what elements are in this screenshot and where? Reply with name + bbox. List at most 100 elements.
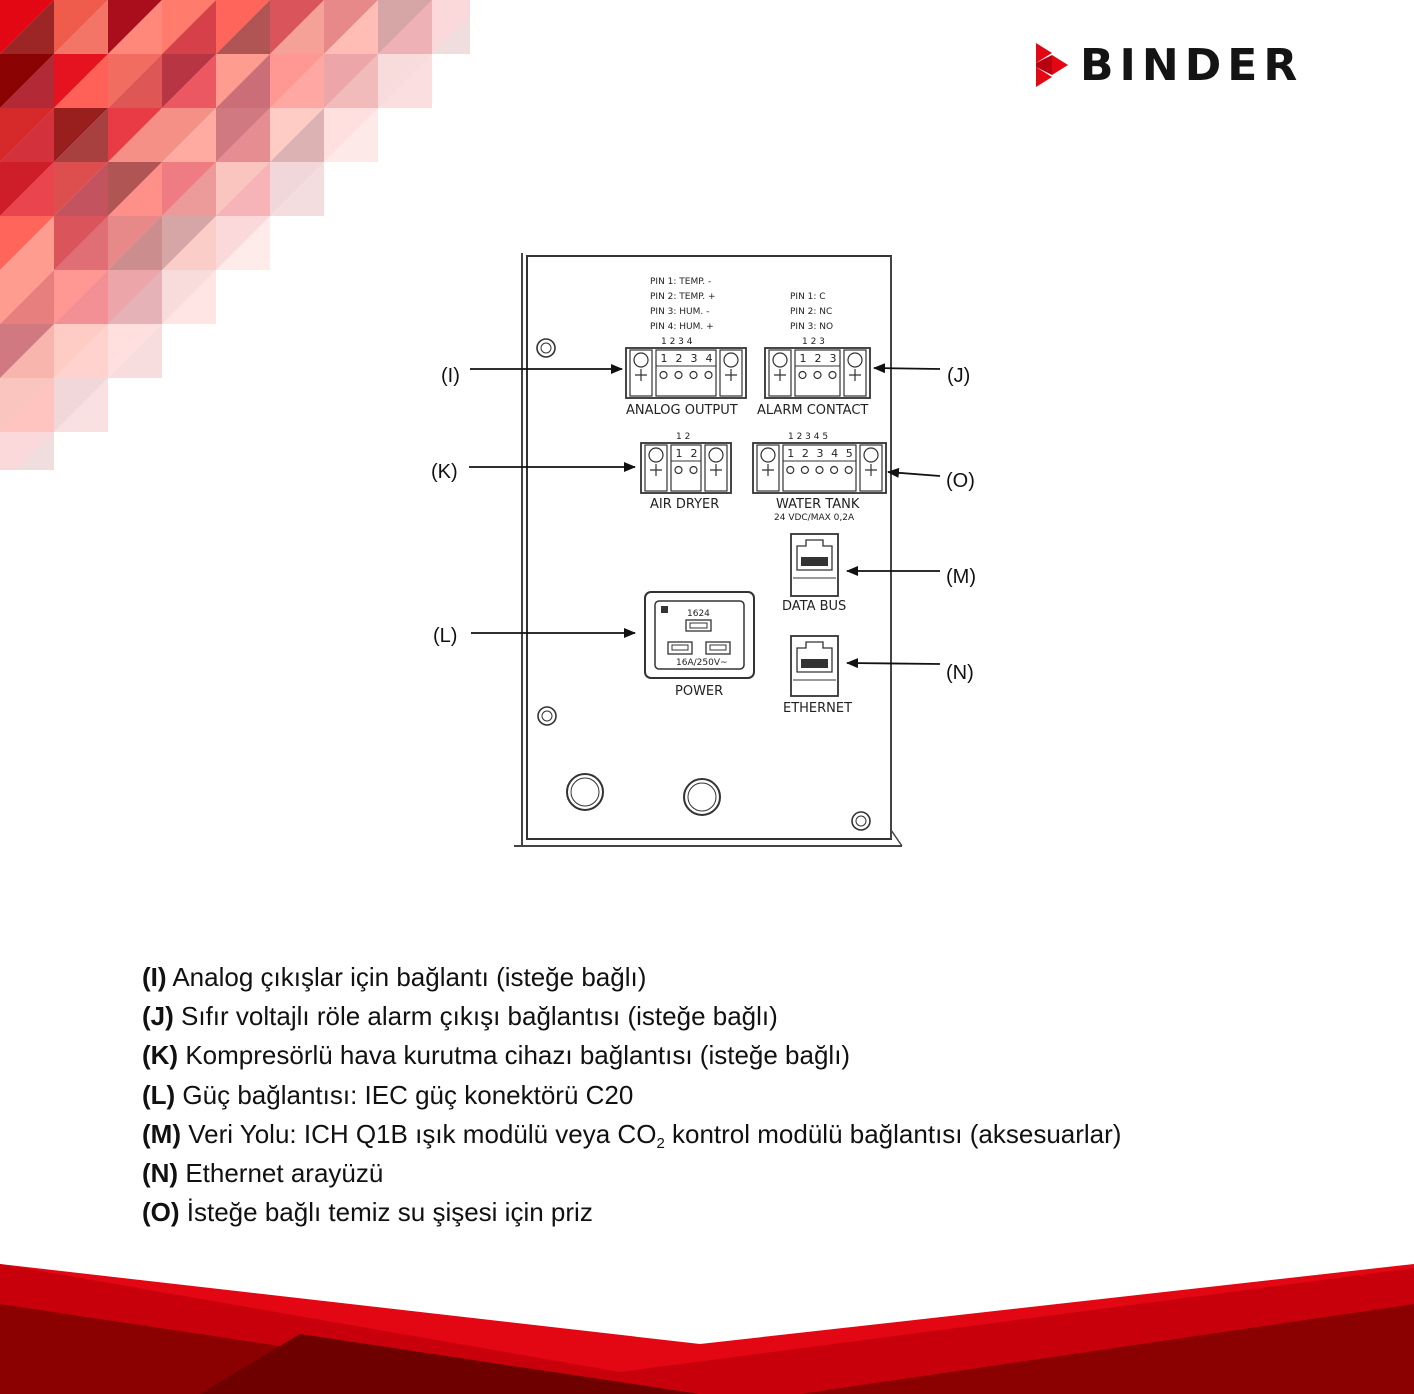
decor-triangle — [216, 216, 270, 270]
water-tank-pin-numbers: 1 2 3 4 5 — [788, 432, 828, 442]
decor-triangle — [0, 162, 54, 216]
decor-triangle — [0, 54, 54, 108]
decorative-bottom-band — [0, 1264, 1414, 1394]
cable-gland — [566, 773, 604, 811]
terminal-socket — [798, 370, 807, 380]
plus-icon — [710, 464, 722, 476]
terminal-socket — [813, 370, 822, 380]
screw-icon — [723, 352, 739, 368]
arrow-n — [846, 658, 941, 669]
decor-triangle — [0, 324, 54, 378]
analog-pin-1: PIN 1: TEMP. - — [650, 277, 711, 287]
callout-i: (I) — [441, 365, 460, 387]
terminal-pin-number: 4 — [831, 447, 838, 460]
legend-key: (I) — [142, 962, 167, 992]
terminal-pin-number: 1 — [787, 447, 794, 460]
decor-triangle — [54, 162, 108, 216]
callout-k: (K) — [431, 461, 458, 483]
legend-key: (K) — [142, 1040, 179, 1071]
screw-icon — [536, 338, 556, 358]
arrow-o — [887, 467, 941, 478]
alarm-contact-label: ALARM CONTACT — [757, 403, 868, 418]
callout-o: (O) — [946, 470, 975, 492]
alarm-pin-1: PIN 1: C — [790, 292, 826, 302]
screw-icon — [760, 447, 776, 463]
decor-triangle — [54, 270, 108, 324]
terminal-pin-area — [782, 444, 857, 492]
decor-triangle — [162, 162, 216, 216]
decor-triangle — [0, 270, 54, 324]
decor-triangle — [0, 432, 54, 470]
legend-item-n: (N) Ethernet arayüzü — [142, 1154, 1342, 1193]
legend-text: Güç bağlantısı: IEC güç konektörü C20 — [175, 1079, 634, 1110]
legend-item-j: (J) Sıfır voltajlı röle alarm çıkışı bağ… — [142, 997, 1342, 1036]
legend-subscript: 2 — [656, 1134, 665, 1152]
plus-icon — [725, 369, 737, 381]
callout-l: (L) — [433, 625, 457, 647]
decor-triangle — [270, 54, 324, 108]
decor-triangle — [108, 324, 162, 378]
legend-key: (J) — [142, 1001, 174, 1032]
decor-triangle — [54, 54, 108, 108]
decor-triangle — [270, 108, 324, 162]
decor-triangle — [108, 270, 162, 324]
ethernet-port-icon — [790, 635, 839, 697]
legend-text: Ethernet arayüzü — [178, 1158, 384, 1189]
callout-n: (N) — [946, 662, 974, 684]
alarm-pin-2: PIN 2: NC — [790, 307, 832, 317]
screw-icon — [633, 352, 649, 368]
terminal-pin-number: 4 — [706, 352, 713, 365]
plus-icon — [635, 369, 647, 381]
connection-panel-diagram: PIN 1: TEMP. - PIN 2: TEMP. + PIN 3: HUM… — [431, 253, 976, 847]
terminal-socket — [674, 370, 683, 380]
decor-triangle — [270, 54, 324, 108]
decor-triangle — [162, 162, 216, 216]
legend-item-k: (K) Kompresörlü hava kurutma cihazı bağl… — [142, 1036, 1342, 1075]
legend-text: Analog çıkışlar için bağlantı (isteğe ba… — [166, 962, 647, 992]
analog-pin-4: PIN 4: HUM. + — [650, 322, 714, 332]
decor-triangle — [216, 162, 270, 216]
decor-triangle — [324, 108, 378, 162]
terminal-socket — [689, 465, 698, 475]
decor-triangle — [0, 378, 54, 432]
decor-triangle — [162, 54, 216, 108]
legend-key: (O) — [142, 1197, 180, 1228]
decor-triangle — [162, 0, 216, 54]
decor-triangle — [54, 270, 108, 324]
legend-item-i: (I) Analog çıkışlar için bağlantı (isteğ… — [142, 958, 1342, 997]
decor-triangle — [216, 108, 270, 162]
decor-triangle — [432, 16, 470, 54]
analog-pin-3: PIN 3: HUM. - — [650, 307, 709, 317]
terminal-socket — [689, 370, 698, 380]
decor-triangle — [108, 324, 162, 378]
decor-triangle — [108, 216, 162, 270]
decor-triangle — [378, 0, 432, 54]
decor-triangle — [216, 0, 270, 54]
decor-triangle — [216, 216, 270, 270]
decor-triangle — [324, 0, 378, 54]
decor-triangle — [216, 108, 270, 162]
terminal-pin-number: 2 — [676, 352, 683, 365]
alarm-pin-numbers: 1 2 3 — [802, 337, 825, 347]
screw-icon — [863, 447, 879, 463]
terminal-pin-area — [794, 349, 841, 397]
decor-triangle — [0, 216, 54, 270]
decor-triangle — [270, 108, 324, 162]
decor-triangle — [162, 270, 216, 324]
decor-triangle — [108, 162, 162, 216]
decor-triangle — [432, 0, 470, 54]
logo-wordmark: BINDER — [1080, 40, 1304, 91]
terminal-socket — [786, 465, 795, 475]
decor-triangle — [270, 162, 324, 216]
decor-triangle — [378, 54, 432, 108]
alarm-pin-3: PIN 3: NO — [790, 322, 833, 332]
decor-triangle — [162, 216, 216, 270]
legend-text-after: kontrol modülü bağlantısı (aksesuarlar) — [664, 1118, 1122, 1149]
legend-text: Sıfır voltajlı röle alarm çıkışı bağlant… — [173, 1001, 778, 1032]
legend: (I) Analog çıkışlar için bağlantı (isteğ… — [142, 958, 1342, 1232]
decor-triangle — [108, 0, 162, 54]
terminal-socket — [674, 465, 683, 475]
binder-logo-mark-icon — [1036, 43, 1068, 87]
air-dryer-pin-numbers: 1 2 — [676, 432, 690, 442]
